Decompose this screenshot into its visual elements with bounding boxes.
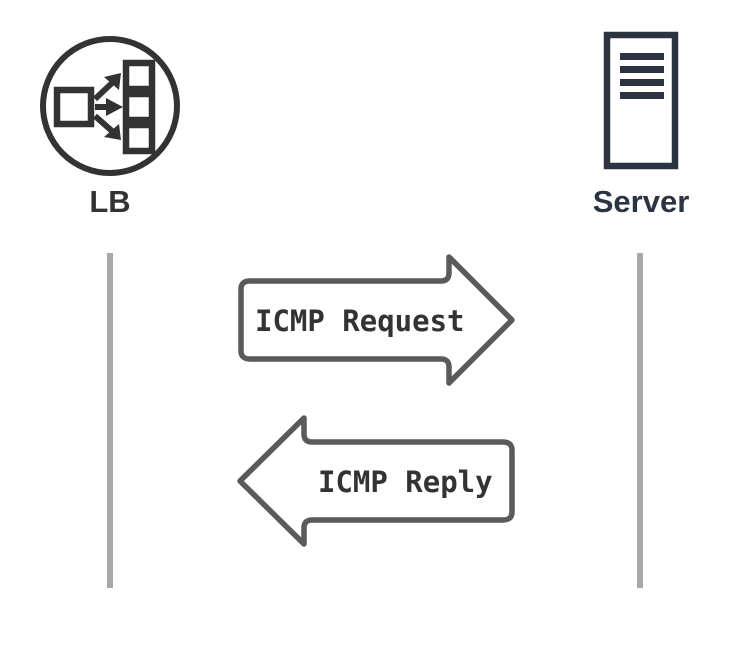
message-icmp-request[interactable]: ICMP Request	[238, 254, 515, 386]
node-label-server: Server	[593, 184, 690, 219]
server-bar-3	[620, 79, 664, 86]
server-chassis	[603, 31, 679, 170]
lb-arrow-middle	[95, 98, 123, 116]
lb-target-square-2	[122, 90, 156, 124]
icmp-request-arrow-shape	[238, 254, 515, 386]
lb-source-square	[53, 86, 95, 128]
lb-arrow-down	[93, 113, 121, 140]
node-server[interactable]: Server	[593, 31, 690, 588]
message-icmp-reply[interactable]: ICMP Reply	[237, 415, 515, 547]
lb-arrow-up	[92, 73, 121, 102]
lb-target-square-3	[122, 121, 156, 155]
server-rack-icon	[603, 31, 679, 170]
node-lb[interactable]: LB	[40, 36, 180, 588]
server-bar-4	[620, 92, 664, 99]
icmp-reply-arrow-shape	[237, 415, 515, 547]
icmp-reply-label: ICMP Reply	[318, 465, 493, 499]
node-label-lb: LB	[89, 184, 130, 219]
lb-target-square-1	[122, 59, 156, 93]
load-balancer-circle-outline	[40, 36, 180, 176]
icmp-request-label: ICMP Request	[255, 304, 465, 338]
server-bar-2	[620, 66, 664, 73]
server-bar-1	[620, 53, 664, 60]
load-balancer-icon	[53, 59, 156, 155]
